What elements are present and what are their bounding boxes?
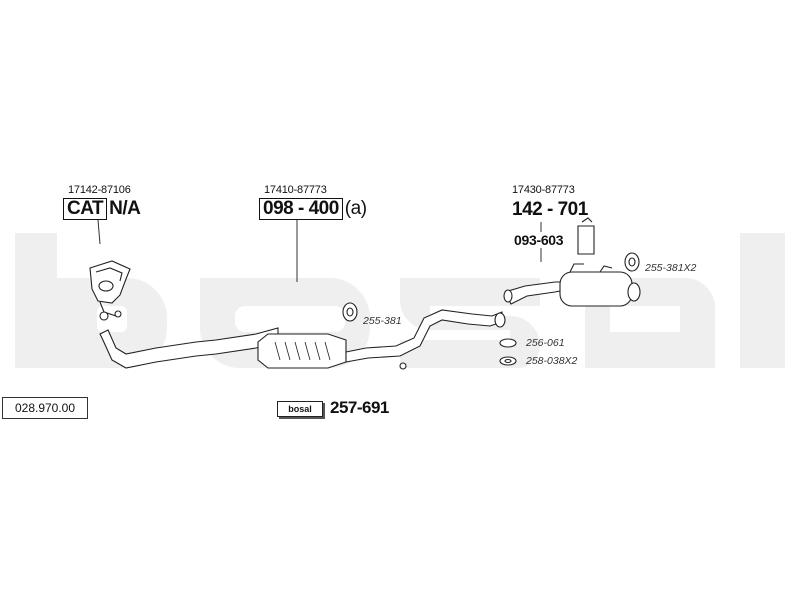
mount-kit-icon: bosal bbox=[277, 401, 323, 417]
front-pipe-code[interactable]: CAT bbox=[63, 198, 108, 220]
catalyst-oem: 17410-87773 bbox=[264, 184, 327, 196]
hanger-icons bbox=[342, 252, 640, 366]
bracket-code[interactable]: 093-603 bbox=[514, 232, 564, 248]
hanger-front-code[interactable]: 255-381 bbox=[363, 315, 402, 327]
hanger-rear-code[interactable]: 255-381X2 bbox=[645, 262, 697, 274]
front-pipe-drawing bbox=[89, 260, 131, 321]
catalog-number: 028.970.00 bbox=[2, 397, 88, 419]
rear-silencer-drawing bbox=[503, 263, 641, 307]
front-pipe-code-group: CAT N/A bbox=[63, 198, 141, 220]
bolt-set-code[interactable]: 258-038X2 bbox=[526, 355, 578, 367]
rear-silencer-oem: 17430-87773 bbox=[512, 184, 575, 196]
rear-silencer-code[interactable]: 142 - 701 bbox=[512, 199, 588, 220]
gasket-code[interactable]: 256-061 bbox=[526, 337, 565, 349]
catalyst-pipe-drawing bbox=[99, 309, 506, 370]
catalyst-suffix: (a) bbox=[344, 198, 367, 219]
bracket-drawing bbox=[577, 217, 595, 255]
front-pipe-suffix: N/A bbox=[109, 198, 141, 219]
catalyst-code[interactable]: 098 - 400 bbox=[259, 198, 343, 220]
front-pipe-oem: 17142-87106 bbox=[68, 184, 131, 196]
mount-kit-code[interactable]: 257-691 bbox=[330, 398, 389, 417]
catalyst-code-group: 098 - 400 (a) bbox=[259, 198, 367, 220]
